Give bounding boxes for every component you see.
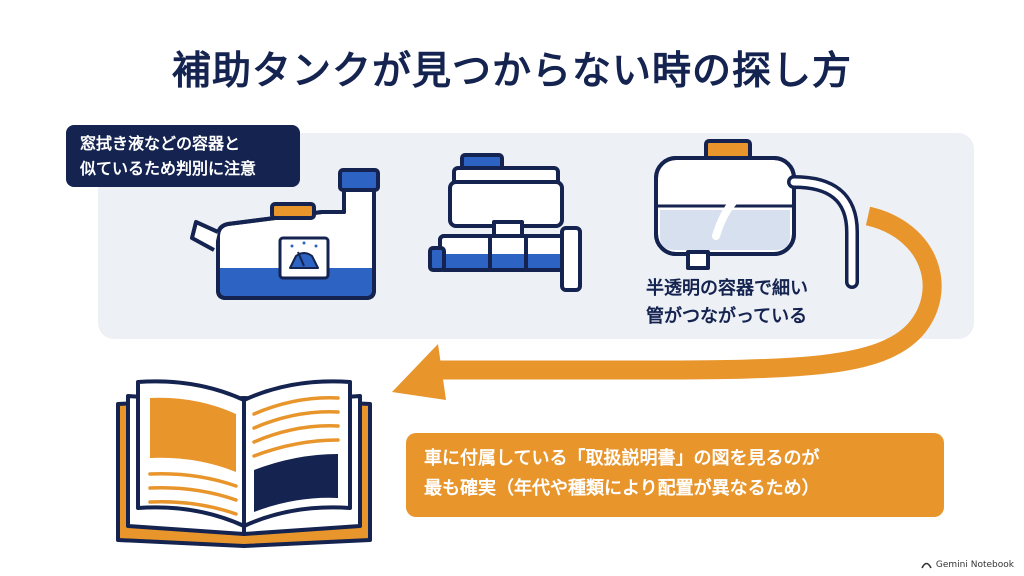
open-manual-book-icon xyxy=(116,379,372,548)
brand-watermark: Gemini Notebook xyxy=(921,560,1014,570)
reservoir-note-line-2: 管がつながっている xyxy=(646,306,808,327)
washer-fluid-tank-icon xyxy=(190,168,380,300)
manual-note-line-2: 最も確実（年代や種類により配置が異なるため） xyxy=(424,478,820,499)
manual-note-line-1: 車に付属している「取扱説明書」の図を見るのが xyxy=(424,448,820,469)
callout-line-1: 窓拭き液などの容器と xyxy=(80,134,241,153)
coolant-reservoir-icon xyxy=(654,139,859,289)
washer-tank-callout: 窓拭き液などの容器と 似ているため判別に注意 xyxy=(66,125,300,187)
brand-name: Gemini Notebook xyxy=(935,560,1014,570)
brand-logo-icon xyxy=(921,562,932,569)
manual-note-box: 車に付属している「取扱説明書」の図を見るのが 最も確実（年代や種類により配置が異… xyxy=(406,433,944,517)
reservoir-note-line-1: 半透明の容器で細い xyxy=(646,278,808,299)
brake-master-cylinder-icon xyxy=(428,153,582,292)
reservoir-note: 半透明の容器で細い 管がつながっている xyxy=(646,275,808,331)
callout-line-2: 似ているため判別に注意 xyxy=(80,159,257,178)
page-title: 補助タンクが見つからない時の探し方 xyxy=(171,49,852,94)
curved-arrow-icon xyxy=(392,206,942,400)
